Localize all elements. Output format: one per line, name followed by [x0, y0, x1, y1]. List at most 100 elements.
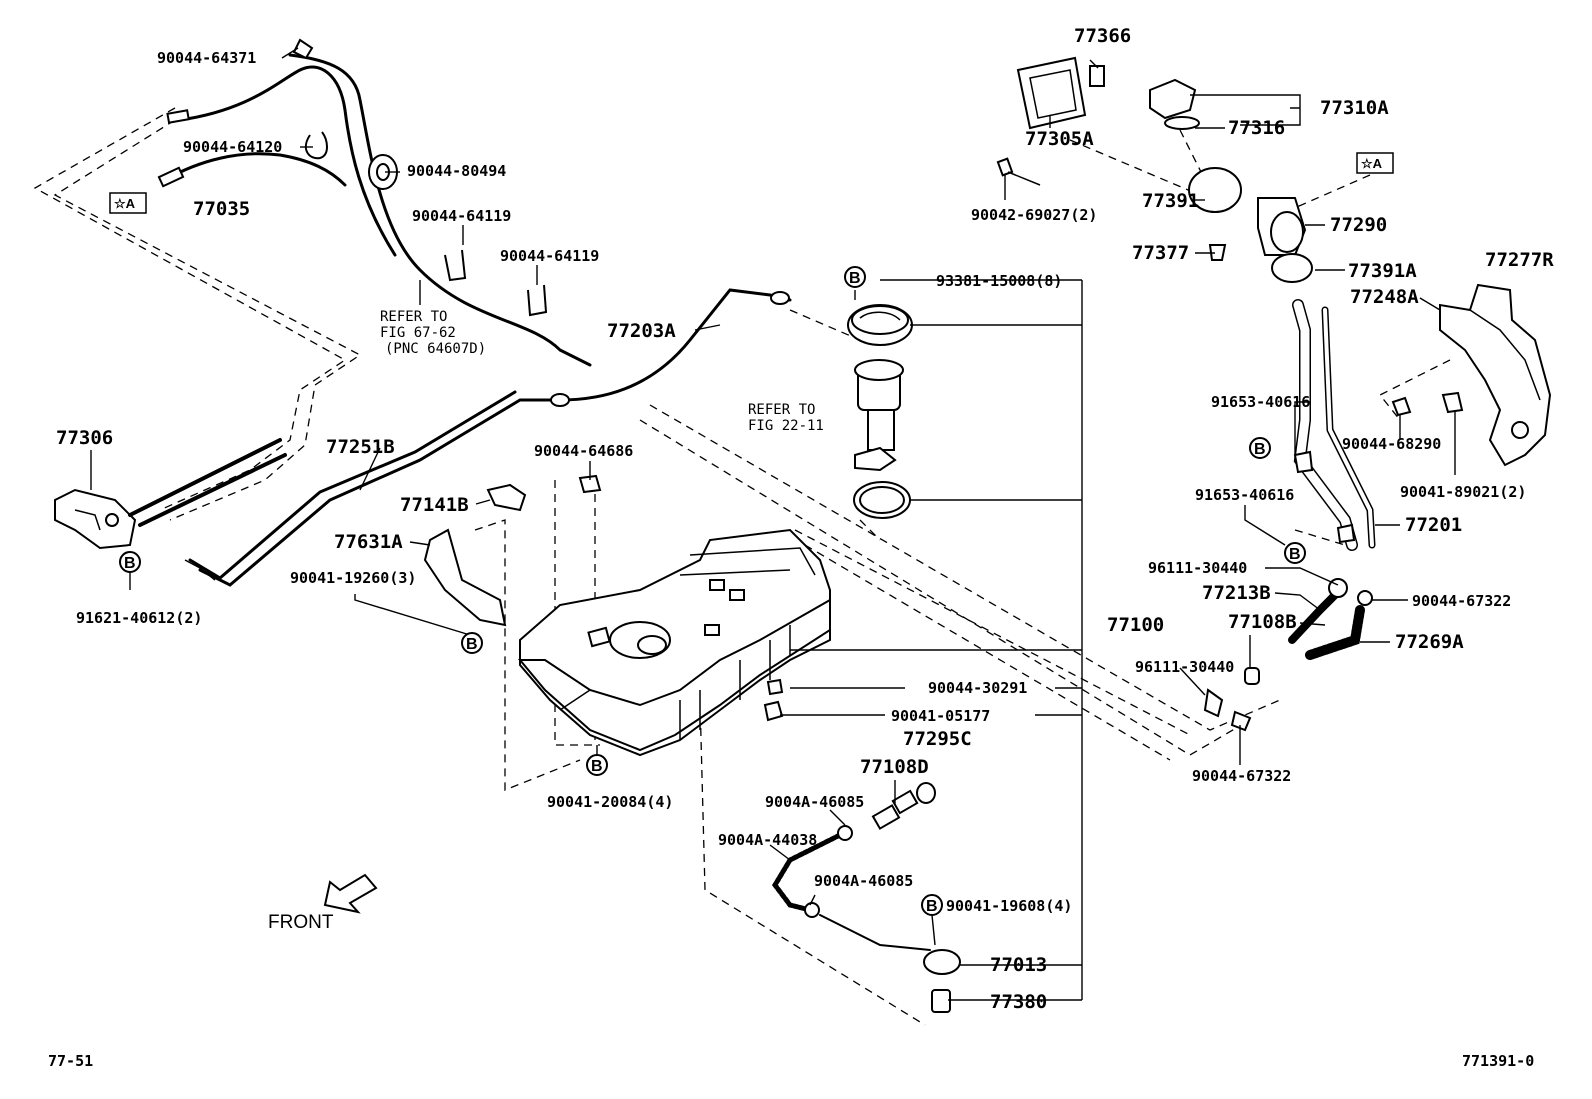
- gasket-77391A: [1271, 253, 1313, 283]
- note-refer-22-2: FIG 22-11: [748, 418, 824, 434]
- label-90044-68290: 90044-68290: [1342, 435, 1441, 453]
- tag-a-left: ☆A: [114, 196, 136, 211]
- filler-pipe-icon: [996, 56, 1376, 732]
- ref-b-marker: [921, 894, 943, 916]
- label-77391: 77391: [1142, 190, 1199, 212]
- svg-text:B: B: [124, 555, 136, 572]
- label-77203A: 77203A: [607, 320, 676, 342]
- note-refer-67-2: FIG 67-62: [380, 325, 456, 341]
- gasket-77391: [1188, 167, 1242, 213]
- note-refer-67-3: (PNC 64607D): [385, 341, 486, 357]
- tank-brackets: [423, 474, 784, 722]
- leader-lines: [90, 47, 1456, 1001]
- fuel-cap-icon: [1149, 78, 1197, 120]
- ref-b-marker: [119, 551, 141, 573]
- label-77380: 77380: [990, 991, 1047, 1013]
- label-9004A-46085a: 9004A-46085: [765, 793, 864, 811]
- page-code-left: 77-51: [48, 1052, 93, 1070]
- cable-clamp-icon: [304, 131, 328, 160]
- ref-b-marker: [1249, 437, 1271, 459]
- cable-end-icon: [166, 109, 190, 124]
- fuel-tank-icon: [517, 528, 831, 757]
- label-77269A: 77269A: [1395, 631, 1464, 653]
- front-arrow-icon: [323, 873, 378, 914]
- ref-b-marker: [586, 754, 608, 776]
- label-90044-64120: 90044-64120: [183, 138, 282, 156]
- vent-hose-assembly: [771, 782, 961, 1013]
- bracket-77141B: [486, 483, 527, 512]
- label-90041-89021: 90041-89021(2): [1400, 483, 1526, 501]
- note-refer-22-1: REFER TO: [748, 402, 815, 418]
- label-96111-30440b: 96111-30440: [1135, 658, 1234, 676]
- tag-a-right: ☆A: [1361, 156, 1383, 171]
- label-77295C: 77295C: [903, 728, 972, 750]
- fuel-pump-icon: [847, 304, 913, 519]
- label-90041-05177: 90041-05177: [891, 707, 990, 725]
- label-77310A: 77310A: [1320, 97, 1389, 119]
- label-9004A-46085b: 9004A-46085: [814, 872, 913, 890]
- ref-b-marker: [844, 266, 866, 288]
- label-77213B: 77213B: [1202, 582, 1271, 604]
- svg-text:B: B: [1254, 441, 1266, 458]
- label-77108B: 77108B: [1228, 611, 1297, 633]
- label-77100: 77100: [1107, 614, 1164, 636]
- filler-protector-77277R: [1391, 283, 1552, 467]
- label-77108D: 77108D: [860, 756, 929, 778]
- label-90044-80494: 90044-80494: [407, 162, 506, 180]
- svg-text:B: B: [1289, 546, 1301, 563]
- connection-markers: ☆A ☆A: [109, 152, 1394, 214]
- protector-77631A: [423, 528, 507, 627]
- label-90044-64371: 90044-64371: [157, 49, 256, 67]
- label-90044-30291: 90044-30291: [928, 679, 1027, 697]
- gasket-77316: [1164, 116, 1200, 130]
- ref-b-marker: [461, 632, 483, 654]
- label-77248A: 77248A: [1350, 286, 1419, 308]
- label-91653-40616a: 91653-40616: [1211, 393, 1310, 411]
- part-labels: 90044-64371 90044-64120 77035 90044-8049…: [48, 25, 1554, 1070]
- label-77391A: 77391A: [1348, 260, 1417, 282]
- label-93381-15008: 93381-15008(8): [936, 272, 1062, 290]
- label-77290: 77290: [1330, 214, 1387, 236]
- label-91621-40612: 91621-40612(2): [76, 609, 202, 627]
- label-91653-40616b: 91653-40616: [1195, 486, 1294, 504]
- label-96111-30440a: 96111-30440: [1148, 559, 1247, 577]
- label-90044-64119a: 90044-64119: [412, 207, 511, 225]
- label-77306: 77306: [56, 427, 113, 449]
- cable-clip-icon: [292, 38, 314, 60]
- label-77141B: 77141B: [400, 494, 469, 516]
- cable-clamp-icon: [444, 249, 467, 282]
- label-77366: 77366: [1074, 25, 1131, 47]
- page-code-right: 771391-0: [1462, 1052, 1534, 1070]
- label-77631A: 77631A: [334, 531, 403, 553]
- label-90041-19608: 90041-19608(4): [946, 897, 1072, 915]
- svg-text:B: B: [926, 898, 938, 915]
- label-77013: 77013: [990, 954, 1047, 976]
- label-90041-20084: 90041-20084(4): [547, 793, 673, 811]
- label-77377: 77377: [1132, 242, 1189, 264]
- release-cable: [157, 38, 592, 367]
- label-77316: 77316: [1228, 117, 1285, 139]
- cable-end-icon: [157, 166, 185, 188]
- svg-text:B: B: [466, 636, 478, 653]
- label-90044-64119b: 90044-64119: [500, 247, 599, 265]
- label-9004A-44038: 9004A-44038: [718, 831, 817, 849]
- label-90042-69027: 90042-69027(2): [971, 206, 1097, 224]
- svg-text:B: B: [849, 270, 861, 287]
- cable-clamp-icon: [527, 284, 548, 317]
- svg-text:B: B: [591, 758, 603, 775]
- label-77035: 77035: [193, 198, 250, 220]
- label-front: FRONT: [268, 912, 334, 933]
- label-77305A: 77305A: [1025, 128, 1094, 150]
- label-90044-64686: 90044-64686: [534, 442, 633, 460]
- ref-b-marker: [1284, 542, 1306, 564]
- label-77251B: 77251B: [326, 436, 395, 458]
- label-90041-19260: 90041-19260(3): [290, 569, 416, 587]
- label-90044-67322a: 90044-67322: [1412, 592, 1511, 610]
- label-77277R: 77277R: [1485, 249, 1554, 271]
- label-90044-67322b: 90044-67322: [1192, 767, 1291, 785]
- reference-markers: B B B B B B B: [119, 266, 1306, 916]
- label-77201: 77201: [1405, 514, 1462, 536]
- note-refer-67-1: REFER TO: [380, 309, 447, 325]
- fuel-lid-77305A: [1016, 56, 1087, 130]
